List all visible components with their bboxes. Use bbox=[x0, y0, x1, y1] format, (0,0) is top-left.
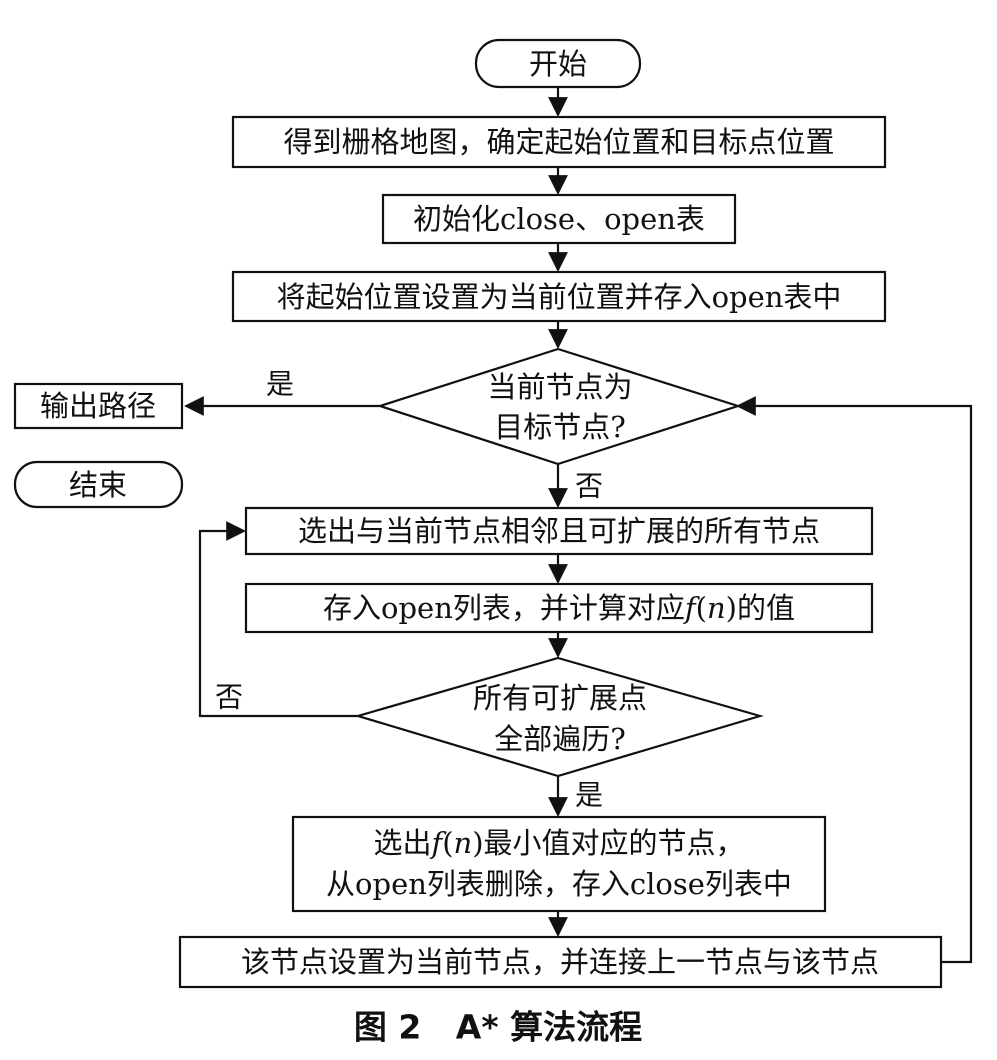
node-end-label: 结束 bbox=[69, 468, 127, 502]
node-set-start-label: 将起始位置设置为当前位置并存入open表中 bbox=[277, 280, 842, 314]
node-init-tables: 初始化close、open表 bbox=[381, 193, 737, 245]
select-min-text-b: ( bbox=[442, 826, 453, 860]
store-open-text-b: ( bbox=[696, 591, 707, 625]
node-select-neighbors: 选出与当前节点相邻且可扩展的所有节点 bbox=[244, 506, 874, 556]
select-min-text-a: 选出 bbox=[373, 826, 431, 860]
figure-caption: 图 2 A* 算法流程 bbox=[354, 1008, 642, 1047]
node-set-current: 该节点设置为当前节点，并连接上一节点与该节点 bbox=[178, 935, 943, 989]
node-end: 结束 bbox=[13, 460, 184, 509]
node-is-goal-line2: 目标节点? bbox=[494, 410, 626, 444]
node-set-current-label: 该节点设置为当前节点，并连接上一节点与该节点 bbox=[241, 945, 879, 979]
label-goal-no: 否 bbox=[575, 470, 603, 503]
node-start-label: 开始 bbox=[529, 47, 587, 81]
node-is-goal: 当前节点为 目标节点? bbox=[376, 347, 742, 466]
node-start: 开始 bbox=[474, 38, 642, 89]
store-open-text-a: 存入open列表，并计算对应 bbox=[323, 591, 685, 625]
store-open-n: n bbox=[707, 591, 726, 625]
node-get-map-label: 得到栅格地图，确定起始位置和目标点位置 bbox=[283, 125, 834, 159]
node-init-tables-label: 初始化close、open表 bbox=[413, 202, 705, 236]
node-select-min-line1: 选出f(n)最小值对应的节点， bbox=[373, 826, 744, 860]
node-all-visited: 所有可扩展点 全部遍历? bbox=[354, 656, 764, 778]
label-visited-yes: 是 bbox=[575, 779, 603, 812]
node-get-map: 得到栅格地图，确定起始位置和目标点位置 bbox=[231, 115, 887, 169]
node-output-path: 输出路径 bbox=[13, 382, 184, 430]
node-all-visited-line2: 全部遍历? bbox=[494, 722, 626, 756]
store-open-text-c: )的值 bbox=[726, 591, 795, 625]
node-all-visited-line1: 所有可扩展点 bbox=[473, 681, 647, 715]
node-select-neighbors-label: 选出与当前节点相邻且可扩展的所有节点 bbox=[298, 514, 820, 548]
node-set-start: 将起始位置设置为当前位置并存入open表中 bbox=[231, 270, 887, 323]
edge-visited-no-loop bbox=[198, 521, 358, 718]
node-store-open-label: 存入open列表，并计算对应f(n)的值 bbox=[323, 591, 795, 625]
node-is-goal-line1: 当前节点为 bbox=[487, 370, 632, 404]
select-min-text-c: )最小值对应的节点， bbox=[472, 826, 744, 860]
select-min-n: n bbox=[454, 826, 473, 860]
edge-labels: 是 否 否 是 bbox=[215, 368, 603, 812]
node-output-path-label: 输出路径 bbox=[40, 389, 156, 423]
label-goal-yes: 是 bbox=[266, 368, 294, 401]
edges bbox=[184, 87, 973, 964]
label-visited-no: 否 bbox=[215, 681, 243, 714]
edge-set-current-loop-to-goal bbox=[736, 396, 973, 964]
node-select-min-line2: 从open列表删除，存入close列表中 bbox=[326, 867, 792, 901]
node-select-min: 选出f(n)最小值对应的节点， 从open列表删除，存入close列表中 bbox=[291, 815, 827, 913]
node-store-open: 存入open列表，并计算对应f(n)的值 bbox=[244, 582, 874, 634]
